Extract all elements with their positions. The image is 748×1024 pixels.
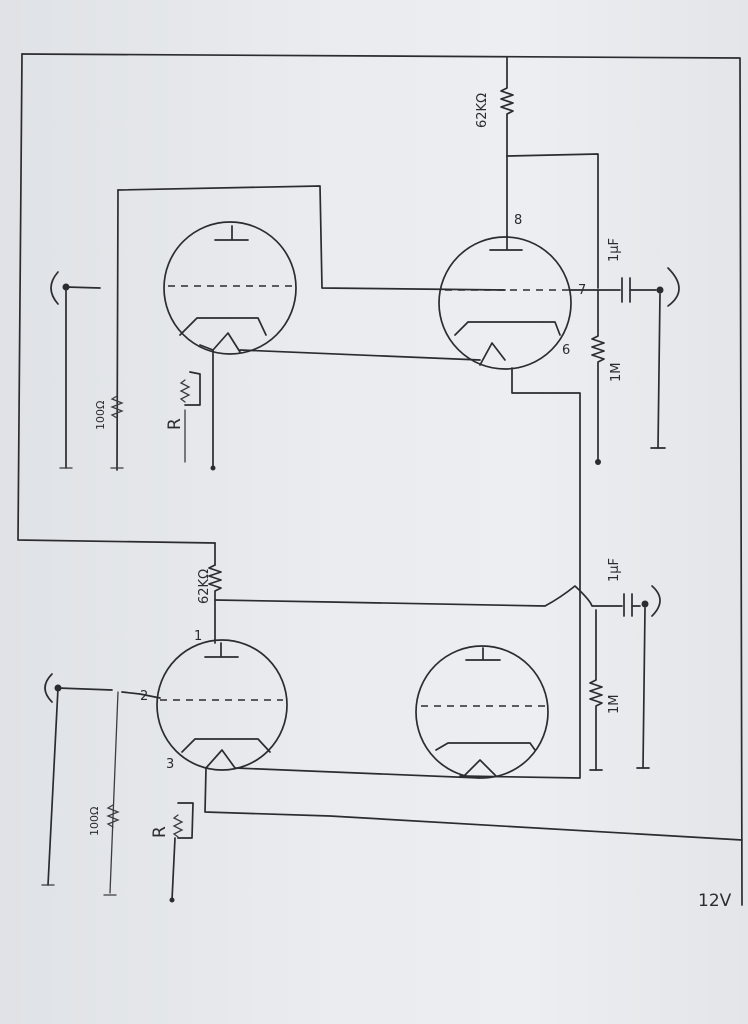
grid-resistor-lower-zigzag <box>589 609 603 771</box>
input-jack-lower-ground-wire <box>47 687 59 886</box>
grid-resistor-upper <box>591 289 605 465</box>
input-resistor-lower-zigzag <box>106 804 120 828</box>
tube-lower-right-heater <box>435 742 536 751</box>
tube-lower-left-heater <box>181 738 271 753</box>
left-vertical-wire-upper <box>116 189 119 471</box>
input-jack-upper-sleeve <box>50 271 59 305</box>
label-pin-3: 3 <box>166 757 174 772</box>
cathode-resistor-lower-wire <box>171 837 176 901</box>
supply-wire-top-right <box>21 53 743 906</box>
tube-lower-left <box>156 639 288 771</box>
tube-lower-left-cathode <box>205 749 236 769</box>
grid-link-wire-upper <box>117 185 506 291</box>
tube-upper-left-plate <box>214 225 249 241</box>
label-pin-2: 2 <box>140 689 148 704</box>
input-lower <box>41 673 161 886</box>
label-cathode-resistor-upper: R <box>165 418 185 430</box>
output-jack-lower-sleeve <box>651 585 661 617</box>
label-input-resistor-upper: 100Ω <box>94 401 107 430</box>
input-jack-lower-sleeve <box>44 673 53 703</box>
cathode-resistor-lower <box>169 767 743 903</box>
plate-resistor-lower-zigzag <box>208 564 222 644</box>
tube-lower-right-plate <box>465 647 501 661</box>
plate-resistor-upper <box>500 57 599 289</box>
supply-wire-left <box>17 53 216 544</box>
heater-link-wire-lower <box>234 767 481 779</box>
input-resistor-upper <box>110 395 124 469</box>
tube-lower-left-plate <box>204 642 239 658</box>
output-upper <box>569 267 680 449</box>
tube-upper-left-heater <box>179 317 267 336</box>
input-upper <box>50 271 101 469</box>
tube-upper-left-envelope <box>163 221 297 355</box>
tube-upper-right-envelope <box>438 236 572 370</box>
cathode-resistor-lower-bracket <box>177 802 194 839</box>
label-pin-6: 6 <box>562 343 570 358</box>
tube-lower-right-envelope <box>415 645 549 779</box>
label-pin-7: 7 <box>578 283 586 298</box>
label-pin-8: 8 <box>514 213 522 228</box>
input-resistor-upper-zigzag <box>110 395 124 419</box>
tube-upper-right-cathode <box>479 342 506 366</box>
input-wire-upper <box>65 286 101 289</box>
label-input-resistor-lower: 100Ω <box>88 807 101 836</box>
output-lower <box>623 585 661 769</box>
plate-feedback-wire-upper <box>506 153 599 289</box>
plate-wire-lower <box>214 585 623 607</box>
cathode-resistor-lower-zigzag <box>172 814 184 838</box>
tube-lower-right-cathode <box>463 759 497 777</box>
cathode-wire-upper-right <box>459 367 581 779</box>
label-supply-voltage: 12V <box>698 891 732 911</box>
input-wire-lower <box>57 687 113 691</box>
grid-resistor-upper-ground <box>595 459 601 465</box>
supply-rail <box>17 53 743 906</box>
plate-resistor-lower <box>208 564 623 644</box>
label-plate-resistor-upper: 62KΩ <box>475 93 490 128</box>
output-jack-upper-tip <box>656 286 664 294</box>
cathode-resistor-upper-bracket <box>184 371 201 406</box>
input-resistor-lower <box>103 691 120 896</box>
output-jack-lower-tip <box>641 600 649 608</box>
tube-upper-right <box>438 235 572 370</box>
output-jack-upper-ground-wire <box>657 293 661 449</box>
label-cap-upper: 1µF <box>607 238 622 262</box>
cathode-upper-left-terminal <box>210 465 216 471</box>
tube-lower-right <box>415 645 549 779</box>
cathode-resistor-upper-zigzag <box>179 379 191 403</box>
label-cathode-resistor-lower: R <box>150 826 170 838</box>
plate-resistor-upper-zigzag <box>500 57 514 157</box>
cathode-to-supply-wire-lower <box>204 767 743 841</box>
cathode-resistor-upper <box>179 371 216 471</box>
tube-lower-left-envelope <box>156 639 288 771</box>
tube-upper-right-plate <box>489 235 523 251</box>
label-grid-resistor-upper: 1M <box>609 363 624 383</box>
tube-upper-left-cathode <box>212 332 241 353</box>
label-grid-resistor-lower: 1M <box>607 695 622 715</box>
grid-resistor-lower <box>589 609 603 771</box>
grid-resistor-upper-zigzag <box>591 289 605 463</box>
label-pin-1: 1 <box>194 629 202 644</box>
label-plate-resistor-lower: 62KΩ <box>197 569 212 604</box>
grid-wire-lower <box>121 691 161 699</box>
output-jack-lower-ground-wire <box>642 607 646 769</box>
cathode-wire-upper-left <box>199 344 214 469</box>
heater-link-wire-upper <box>239 349 481 361</box>
left-vertical-wire-lower <box>109 691 119 894</box>
tube-upper-right-heater <box>454 321 561 336</box>
tube-upper-left <box>163 221 297 355</box>
output-jack-upper-sleeve <box>667 267 680 307</box>
label-cap-lower: 1µF <box>607 558 622 582</box>
cathode-lower-left-terminal <box>169 897 175 903</box>
